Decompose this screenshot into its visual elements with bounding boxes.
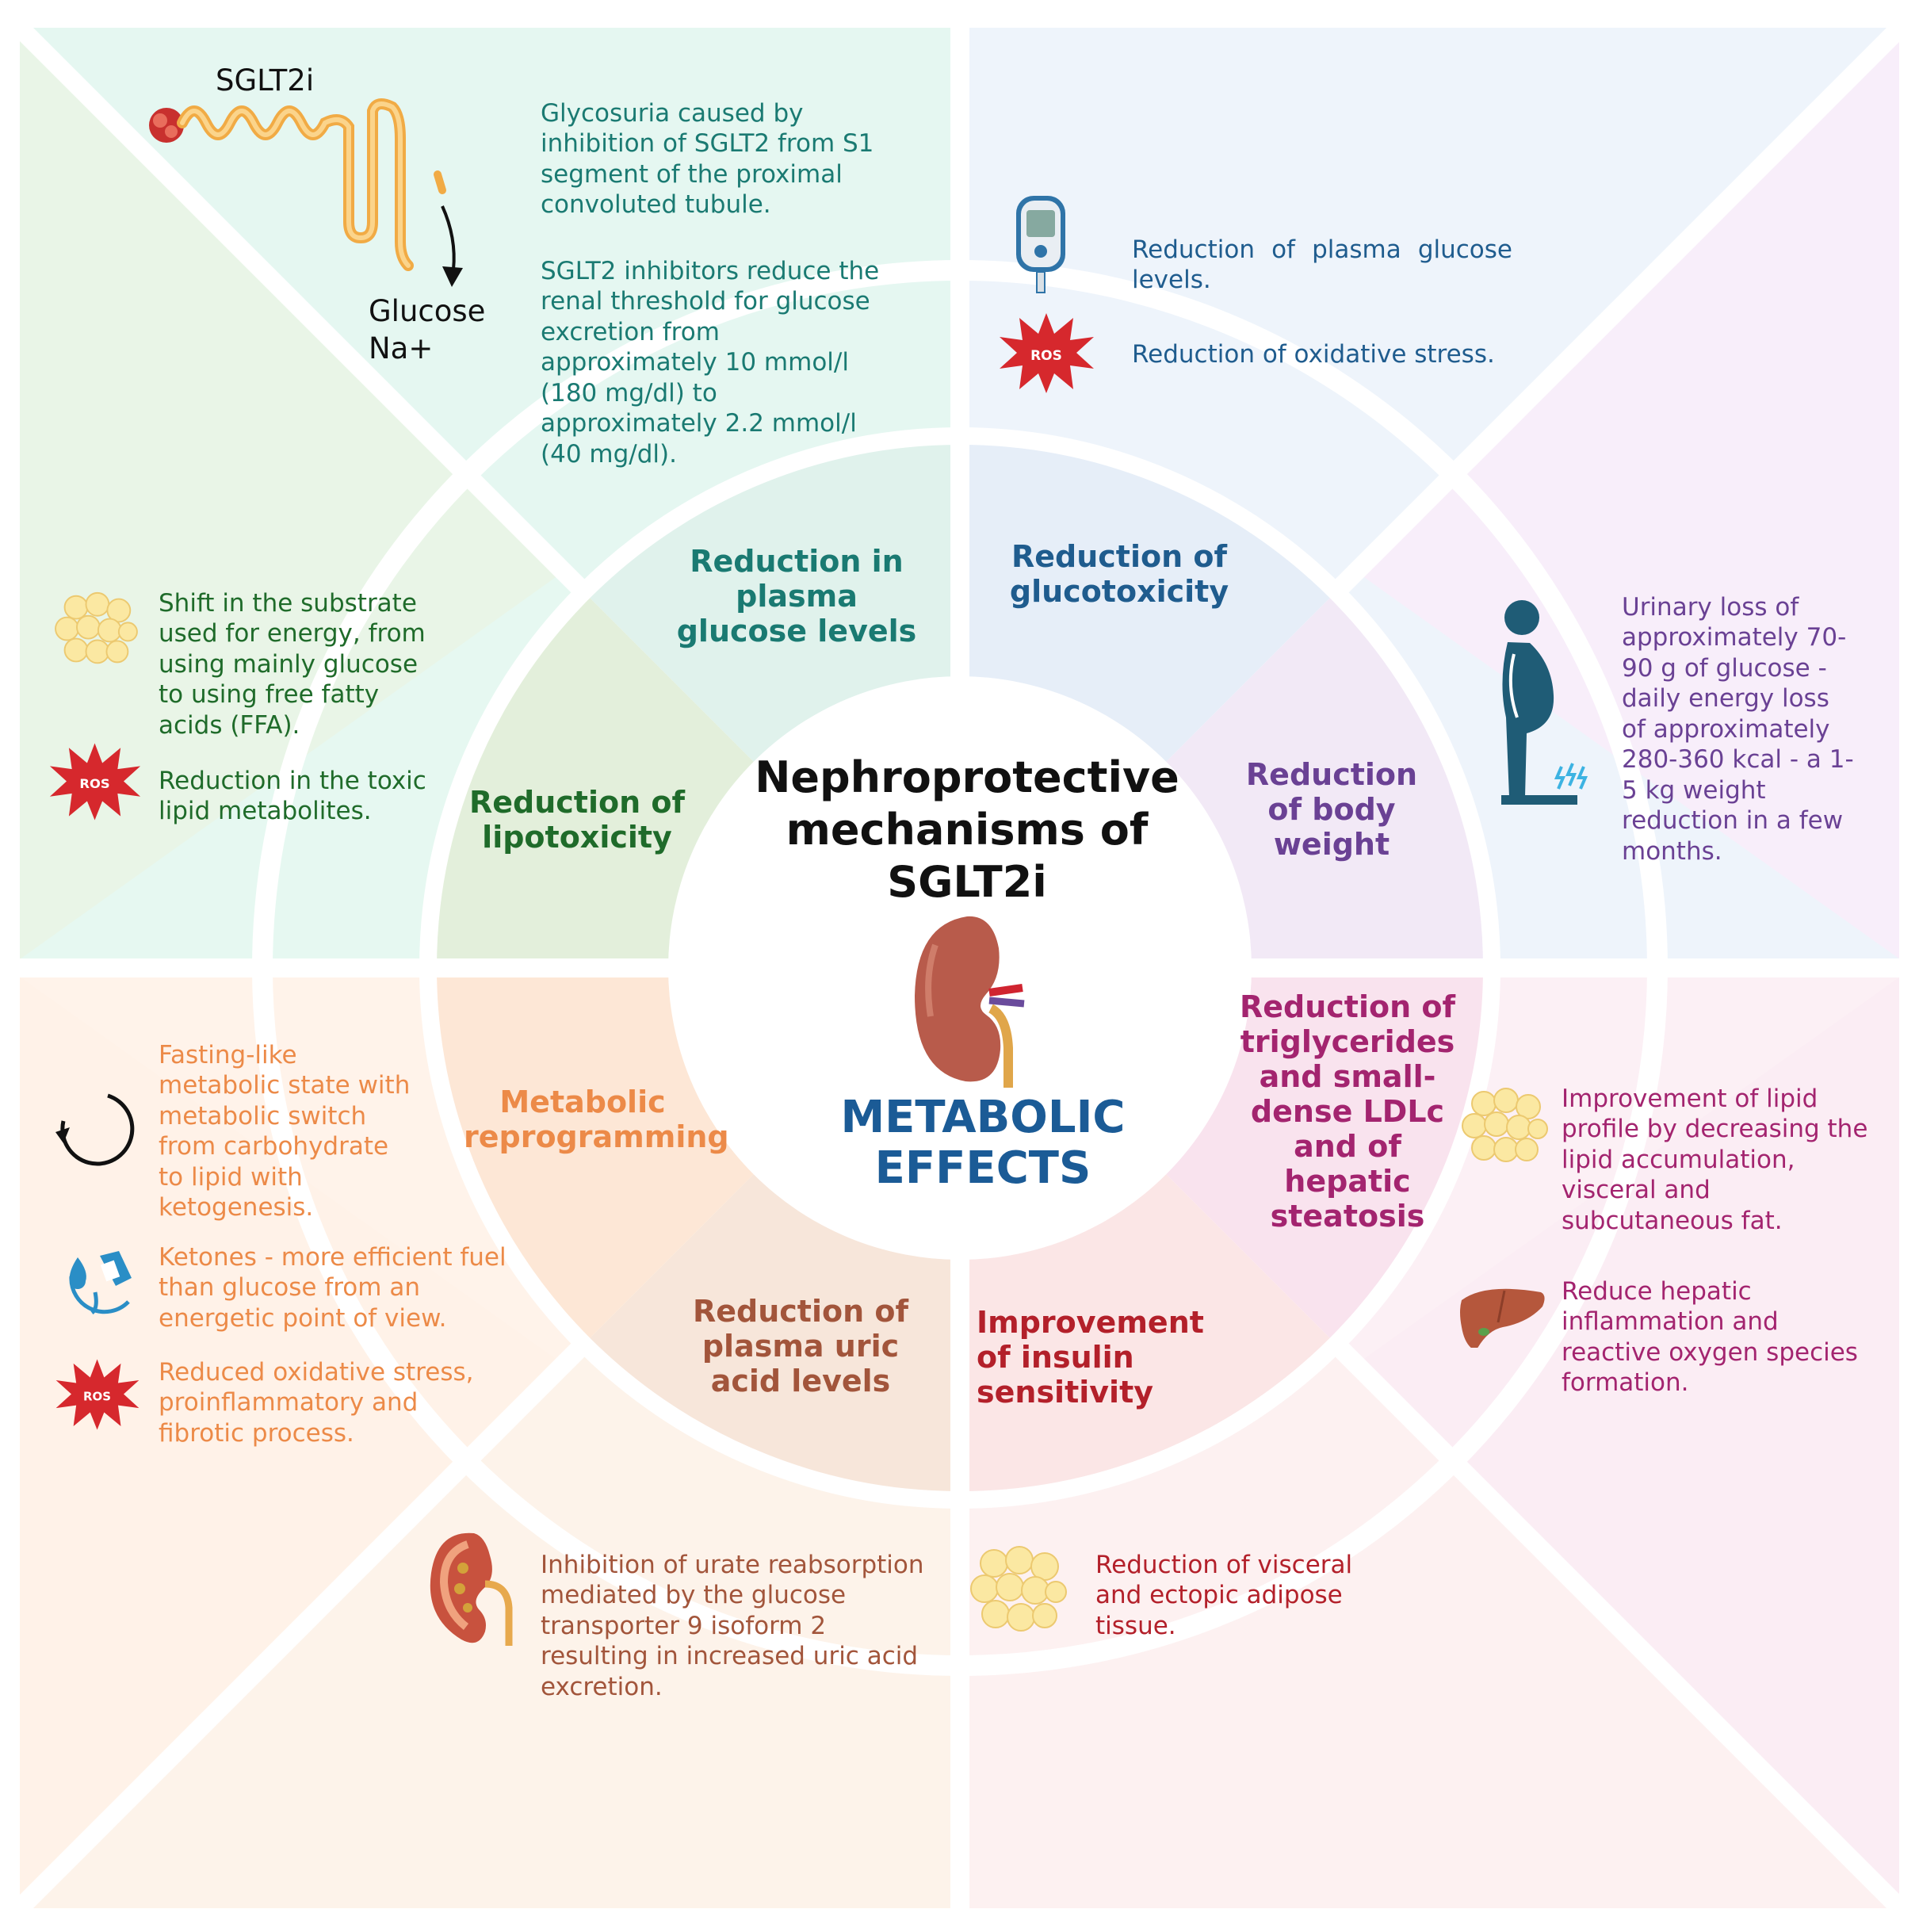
label-triglycerides: Reduction of triglycerides and small-den…: [1239, 989, 1456, 1234]
fat-droplets-icon: [55, 591, 138, 664]
label-insulin: Improvement of insulin sensitivity: [977, 1305, 1204, 1410]
kidney-icon: [915, 916, 1025, 1088]
bg-octant-green: [20, 28, 564, 959]
lipotoxicity-desc-1: Shift in the substrate used for energy, …: [159, 589, 426, 740]
tubule-output-na: Na+: [369, 331, 434, 365]
center-title: Nephroprotective mechanisms of SGLT2i: [755, 752, 1179, 907]
insulin-desc: Reduction of visceral and ectopic adipos…: [1095, 1551, 1353, 1640]
bg-octant-lilac: [1356, 28, 1900, 959]
plasma-glucose-desc-1: Glycosuria caused by inhibition of SGLT2…: [541, 99, 874, 220]
liver-icon: [1460, 1288, 1545, 1348]
triglycerides-desc-1: Improvement of lipid profile by decreasi…: [1562, 1085, 1868, 1235]
body-weight-desc: Urinary loss of approximately 70-90 g of…: [1622, 593, 1854, 866]
lipotoxicity-desc-2: Reduction in the toxic lipid metabolites…: [159, 767, 426, 826]
bg-octant-pink: [1356, 977, 1900, 1908]
ros-burst-text-3: ROS: [79, 776, 109, 791]
ros-burst-icon-2: ROS: [55, 1359, 140, 1430]
label-lipotoxicity: Reduction of lipotoxicity: [468, 785, 686, 855]
metabolic-desc-1: Fasting-like metabolic state with metabo…: [159, 1041, 411, 1222]
label-uric-acid: Reduction of plasma uric acid levels: [692, 1294, 909, 1399]
triglycerides-desc-2: Reduce hepatic inflammation and reactive…: [1562, 1277, 1858, 1398]
label-glucotoxicity: Reduction of glucotoxicity: [1009, 539, 1229, 610]
tubule-drug-label: SGLT2i: [216, 63, 315, 98]
center-effects-label: METABOLIC EFFECTS: [840, 1092, 1126, 1195]
tubule-output-glucose: Glucose: [369, 294, 486, 328]
cycle-arrow-icon: [55, 1093, 135, 1166]
ros-burst-icon-3: ROS: [49, 743, 141, 821]
fuel-drop-icon: [69, 1251, 132, 1314]
metabolic-desc-3: Reduced oxidative stress, proinflammator…: [159, 1358, 474, 1448]
kidney-section-icon: [430, 1532, 513, 1646]
arrow-down-icon: [441, 205, 463, 287]
label-metabolic: Metabolic reprogramming: [464, 1085, 729, 1155]
bg-octant-peach: [20, 977, 564, 1908]
person-on-scale-icon: [1501, 600, 1588, 805]
ros-burst-text: ROS: [1030, 348, 1062, 364]
nephron-tubule-icon: [149, 98, 446, 271]
adipose-tissue-icon: [970, 1546, 1067, 1632]
uric-acid-desc: Inhibition of urate reabsorption mediate…: [541, 1551, 924, 1701]
ros-burst-text-2: ROS: [83, 1389, 111, 1403]
fat-cells-icon: [1462, 1088, 1548, 1162]
glucotoxicity-desc-2: Reduction of oxidative stress.: [1132, 340, 1495, 369]
ros-burst-icon: ROS: [1000, 313, 1094, 393]
glucometer-icon: [1016, 196, 1065, 293]
plasma-glucose-desc-2: SGLT2 inhibitors reduce the renal thresh…: [541, 257, 880, 469]
label-plasma-glucose: Reduction in plasma glucose levels: [676, 544, 917, 649]
glucotoxicity-desc-1: Reduction of plasma glucose levels.: [1132, 235, 1512, 295]
label-body-weight: Reduction of body weight: [1245, 757, 1418, 863]
metabolic-desc-2: Ketones - more efficient fuel than gluco…: [159, 1243, 507, 1333]
